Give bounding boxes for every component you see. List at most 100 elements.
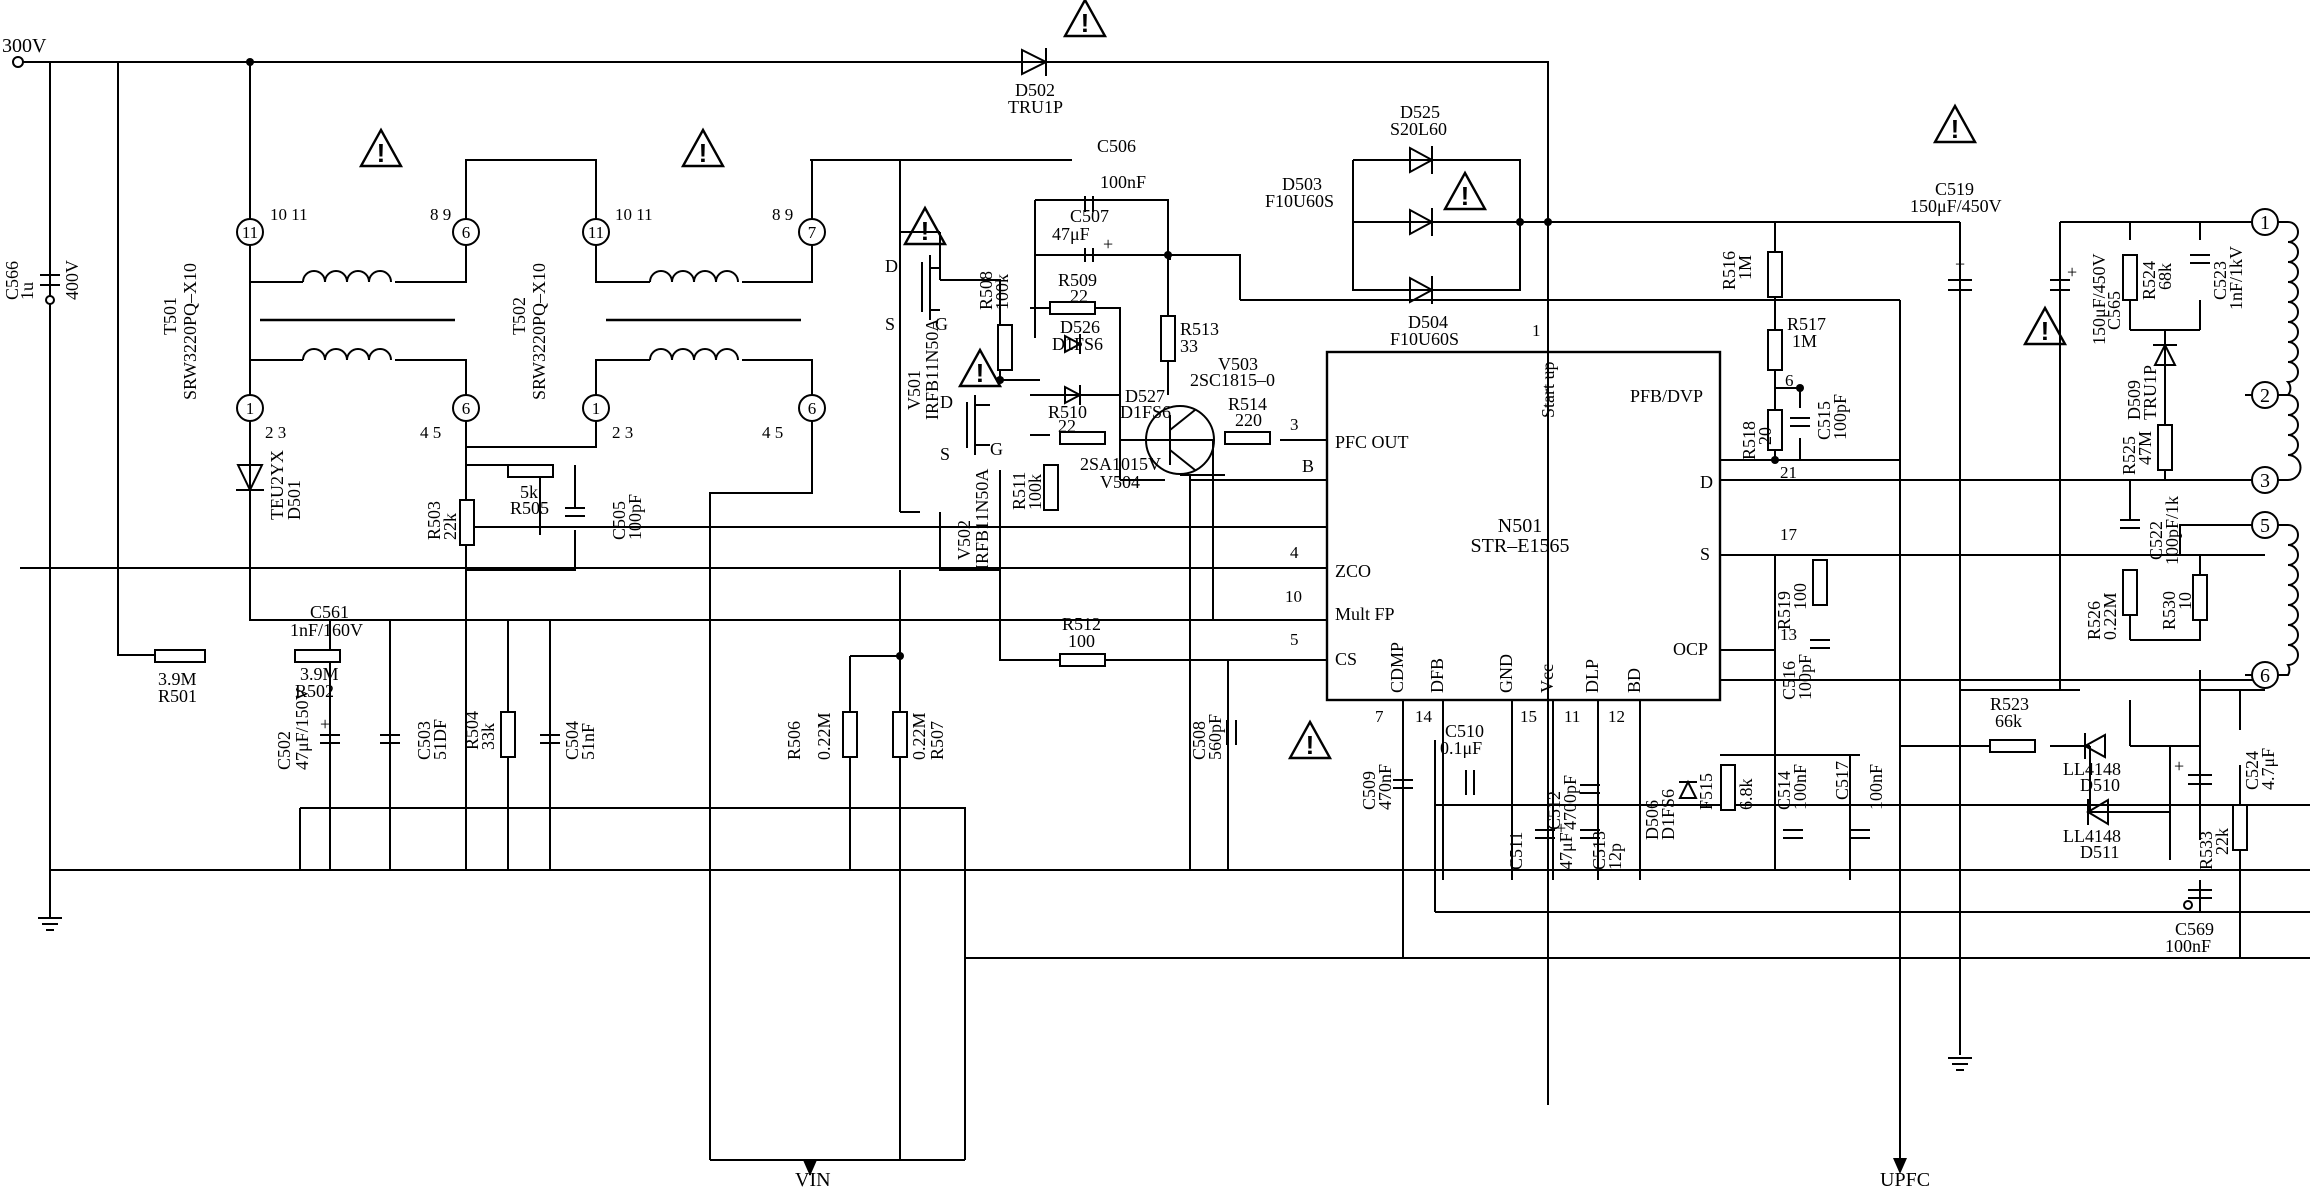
svg-text:8 9: 8 9 bbox=[430, 205, 451, 224]
svg-text:R503: R503 bbox=[424, 501, 444, 540]
svg-text:R513: R513 bbox=[1180, 319, 1219, 339]
svg-text:Vcc: Vcc bbox=[1537, 664, 1557, 693]
svg-text:10 11: 10 11 bbox=[615, 205, 653, 224]
svg-text:G: G bbox=[935, 314, 948, 334]
svg-text:C566: C566 bbox=[2, 261, 22, 300]
diode-d527: D527 D1FS6 bbox=[1064, 385, 1171, 422]
capacitor-c514: C514 100nF bbox=[1774, 764, 1810, 839]
resistor-r505: 5k R505 bbox=[507, 464, 554, 518]
svg-text:TEU2YX: TEU2YX bbox=[267, 450, 287, 520]
capacitor-c522: C522 100pF/1k bbox=[2120, 496, 2182, 565]
svg-text:100k: 100k bbox=[1025, 474, 1045, 510]
svg-text:12: 12 bbox=[1608, 707, 1625, 726]
svg-text:+: + bbox=[1955, 254, 1965, 274]
net-300v: 300V bbox=[2, 35, 47, 57]
svg-text:F515: F515 bbox=[1696, 773, 1716, 810]
capacitor-c505: C505 100pF bbox=[565, 494, 645, 540]
capacitor-c511: C511 47μF + bbox=[1506, 818, 1576, 870]
svg-text:1: 1 bbox=[2260, 212, 2270, 234]
svg-text:V501: V501 bbox=[904, 370, 924, 410]
svg-text:2SC1815–0: 2SC1815–0 bbox=[1190, 370, 1275, 390]
svg-text:22k: 22k bbox=[2212, 828, 2232, 855]
svg-text:D509: D509 bbox=[2124, 380, 2144, 420]
svg-text:+: + bbox=[2067, 262, 2077, 282]
svg-text:R518: R518 bbox=[1739, 421, 1759, 460]
svg-text:C508: C508 bbox=[1189, 721, 1209, 760]
svg-text:100: 100 bbox=[1068, 631, 1095, 651]
svg-text:C509: C509 bbox=[1359, 771, 1379, 810]
diode-d501: TEU2YX D501 bbox=[236, 450, 304, 540]
svg-text:+: + bbox=[2174, 756, 2184, 776]
warning-icon bbox=[1288, 720, 1332, 762]
capacitor-c503: C503 51DF bbox=[380, 719, 450, 760]
svg-text:D: D bbox=[940, 392, 953, 412]
svg-text:R505: R505 bbox=[510, 498, 549, 518]
svg-text:22: 22 bbox=[1058, 416, 1076, 436]
svg-text:DFB: DFB bbox=[1427, 658, 1447, 693]
svg-text:D527: D527 bbox=[1125, 386, 1165, 406]
svg-text:15: 15 bbox=[1520, 707, 1537, 726]
svg-text:+: + bbox=[320, 714, 330, 734]
svg-text:S: S bbox=[885, 314, 895, 334]
svg-text:10 11: 10 11 bbox=[270, 205, 308, 224]
svg-text:C516: C516 bbox=[1779, 661, 1799, 700]
svg-text:D506: D506 bbox=[1642, 800, 1662, 840]
resistor-r526: R526 0.22M bbox=[2084, 569, 2138, 640]
resistor-r502: 3.9M R502 bbox=[294, 649, 341, 701]
capacitor-c566: C566 1u 400V bbox=[2, 260, 82, 305]
svg-text:R533: R533 bbox=[2196, 831, 2216, 870]
svg-text:+: + bbox=[1103, 234, 1113, 254]
svg-text:4 5: 4 5 bbox=[762, 423, 783, 442]
svg-text:D511: D511 bbox=[2080, 842, 2119, 862]
svg-text:C522: C522 bbox=[2146, 521, 2166, 560]
svg-text:F10U60S: F10U60S bbox=[1265, 191, 1334, 211]
svg-text:6: 6 bbox=[808, 399, 817, 418]
svg-text:20: 20 bbox=[1755, 427, 1775, 445]
svg-text:560pF: 560pF bbox=[1205, 714, 1225, 760]
svg-text:C515: C515 bbox=[1814, 401, 1834, 440]
svg-text:7: 7 bbox=[808, 223, 817, 242]
svg-text:0.1μF: 0.1μF bbox=[1440, 738, 1482, 758]
diode-d506: D506 D1FS6 bbox=[1642, 779, 1698, 840]
transformer-t502: 11 7 1 6 10 11 8 9 2 3 4 5 T502 SRW3220P… bbox=[509, 205, 826, 442]
capacitor-c515: C515 100pF bbox=[1790, 394, 1850, 440]
diode-d504: D504 F10U60S bbox=[1390, 276, 1459, 349]
svg-text:N501: N501 bbox=[1498, 515, 1542, 537]
svg-text:Mult FP: Mult FP bbox=[1335, 604, 1395, 624]
svg-text:G: G bbox=[990, 439, 1003, 459]
svg-text:100pF: 100pF bbox=[1830, 394, 1850, 440]
svg-text:8 9: 8 9 bbox=[772, 205, 793, 224]
transistor-v504: 2SA1015V V504 bbox=[1080, 454, 1161, 492]
svg-text:100k: 100k bbox=[992, 274, 1012, 310]
capacitor-c561: C561 1nF/160V bbox=[290, 602, 363, 640]
capacitor-c565: + C565 150μF/450V bbox=[2050, 253, 2124, 345]
svg-text:47μF/150V: 47μF/150V bbox=[292, 687, 312, 770]
svg-text:100nF: 100nF bbox=[1866, 764, 1886, 810]
svg-text:1nF/160V: 1nF/160V bbox=[290, 620, 363, 640]
svg-text:1nF/1kV: 1nF/1kV bbox=[2226, 246, 2246, 310]
svg-text:C569: C569 bbox=[2175, 919, 2214, 939]
svg-text:51DF: 51DF bbox=[430, 719, 450, 760]
svg-text:47μF: 47μF bbox=[1556, 832, 1576, 870]
svg-text:C512: C512 bbox=[1544, 791, 1564, 830]
svg-text:22: 22 bbox=[1070, 286, 1088, 306]
svg-text:C514: C514 bbox=[1774, 771, 1794, 810]
svg-text:OCP: OCP bbox=[1673, 639, 1708, 659]
svg-text:Start up: Start up bbox=[1538, 362, 1558, 419]
svg-text:IRFB11N50A: IRFB11N50A bbox=[972, 469, 992, 570]
svg-text:T501: T501 bbox=[160, 297, 180, 335]
ground-symbols bbox=[38, 870, 1972, 1071]
svg-text:STR–E1565: STR–E1565 bbox=[1471, 535, 1570, 557]
svg-text:6: 6 bbox=[462, 223, 471, 242]
svg-text:CDMP: CDMP bbox=[1387, 642, 1407, 693]
svg-text:1: 1 bbox=[1532, 321, 1541, 340]
svg-text:R514: R514 bbox=[1228, 394, 1267, 414]
warning-icon bbox=[681, 128, 725, 170]
capacitor-c519: + C519 150μF/450V bbox=[1910, 179, 2002, 291]
svg-text:33k: 33k bbox=[478, 723, 498, 750]
svg-text:47M: 47M bbox=[2135, 431, 2155, 465]
svg-text:D1FS6: D1FS6 bbox=[1658, 789, 1678, 840]
svg-text:R523: R523 bbox=[1990, 694, 2029, 714]
svg-text:150μF/450V: 150μF/450V bbox=[1910, 196, 2002, 216]
svg-text:D504: D504 bbox=[1408, 312, 1448, 332]
